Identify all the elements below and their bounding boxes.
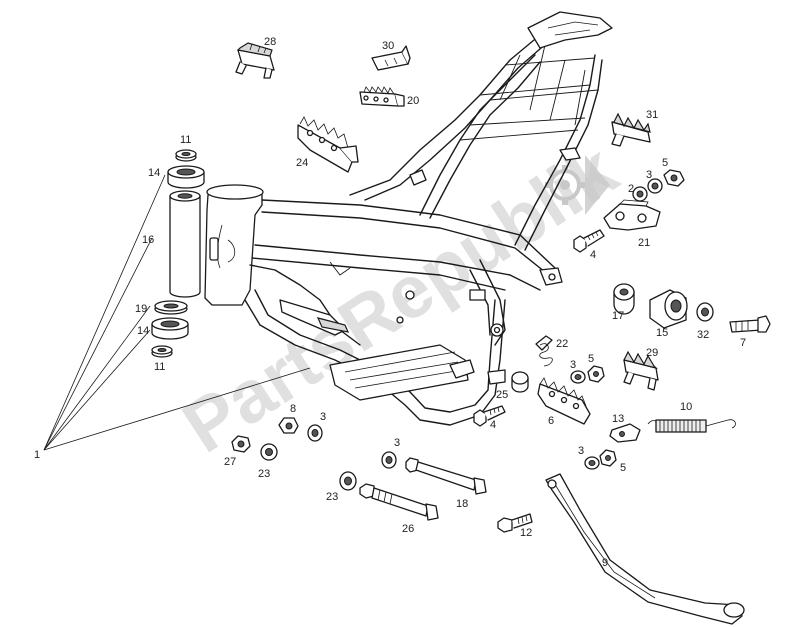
part-21-footpeg-mount [603, 199, 661, 231]
callout-8: 8 [290, 403, 296, 415]
callout-29: 29 [646, 347, 658, 359]
part-25-sleeve [511, 371, 529, 393]
callout-3-low: 3 [578, 445, 584, 457]
part-16-steering-tube [169, 190, 201, 298]
callout-28: 28 [264, 36, 276, 48]
callout-16: 16 [142, 234, 154, 246]
part-3-washer-top [647, 178, 663, 194]
part-8-nut [278, 417, 299, 434]
callout-4-top: 4 [590, 249, 596, 261]
callout-30: 30 [382, 40, 394, 52]
steering-bearing-parts [151, 149, 205, 358]
part-5-nut-top [663, 169, 685, 187]
callout-22: 22 [556, 338, 568, 350]
part-27-nut [231, 435, 251, 453]
callout-25: 25 [496, 389, 508, 401]
callout-32: 32 [697, 329, 709, 341]
part-31-footpeg-rubber [611, 112, 651, 147]
part-24-footpeg [297, 116, 359, 173]
part-18-long-bolt [405, 457, 487, 495]
part-5-nut-low [599, 449, 617, 467]
callout-3-mid: 3 [570, 359, 576, 371]
part-5-nut-mid [587, 365, 605, 383]
part-9-side-stand [545, 473, 745, 625]
part-20-footpeg [359, 86, 405, 107]
part-number-callouts: 28 30 20 24 31 11 14 16 19 14 11 1 5 3 2… [34, 36, 746, 569]
callout-11-top: 11 [180, 134, 191, 146]
part-14-bearing-bottom [151, 317, 189, 340]
part-13-spring-plate [609, 423, 641, 443]
callout-12: 12 [520, 527, 532, 539]
callout-14-bottom: 14 [137, 325, 149, 337]
part-10-spring [647, 419, 736, 433]
callout-19: 19 [135, 303, 147, 315]
part-3-washer-low [584, 456, 600, 470]
callout-21: 21 [638, 237, 650, 249]
part-32-washer [696, 302, 714, 322]
part-26-long-bolt [359, 483, 439, 521]
callout-5-top: 5 [662, 157, 668, 169]
callout-20: 20 [407, 95, 419, 107]
part-29-footpeg-bracket [623, 350, 659, 391]
callout-17: 17 [612, 310, 624, 322]
part-11-washer-top [175, 149, 197, 162]
callout-23-center: 23 [326, 491, 338, 503]
part-7-bolt [729, 315, 771, 333]
callout-14-top: 14 [148, 167, 160, 179]
part-19-seal [154, 300, 188, 315]
part-4-bolt-top [573, 229, 605, 253]
callout-3-left: 3 [320, 411, 326, 423]
callout-31: 31 [646, 109, 658, 121]
part-23-washer-left [260, 443, 278, 461]
callout-24: 24 [296, 157, 308, 169]
part-3-washer-left [307, 424, 323, 442]
callout-5-low: 5 [620, 462, 626, 474]
callout-10: 10 [680, 401, 692, 413]
callout-4-mid: 4 [490, 419, 496, 431]
part-3-washer-center [381, 451, 397, 469]
part-2-washer [632, 186, 648, 202]
callout-2: 2 [628, 183, 634, 195]
part-17-spacer [613, 283, 635, 315]
part-22-spring [535, 335, 553, 367]
motorcycle-frame [204, 11, 613, 426]
part-3-washer-mid [570, 370, 586, 384]
callout-15: 15 [656, 327, 668, 339]
callout-13: 13 [612, 413, 624, 425]
callout-1: 1 [34, 449, 40, 461]
callout-23-left: 23 [258, 468, 270, 480]
callout-7: 7 [740, 337, 746, 349]
part-4-bolt-mid [473, 405, 506, 427]
part-15-bushing [649, 289, 688, 329]
part-30-footpeg-bracket [371, 45, 411, 71]
part-12-bolt [497, 513, 533, 533]
part-23-washer-center [339, 471, 357, 491]
callout-11-bottom: 11 [154, 361, 165, 373]
part-11-washer-bottom [151, 345, 173, 358]
part-28-footpeg-bracket [235, 42, 275, 79]
callout-3-center: 3 [394, 437, 400, 449]
callout-6: 6 [548, 415, 554, 427]
part-14-bearing-top [167, 165, 205, 189]
leader-lines-part-1 [43, 174, 311, 451]
callout-27: 27 [224, 456, 236, 468]
callout-5-mid: 5 [588, 353, 594, 365]
callout-26: 26 [402, 523, 414, 535]
callout-3-top: 3 [646, 169, 652, 181]
part-6-footpeg [537, 377, 591, 425]
callout-9: 9 [602, 557, 608, 569]
callout-18: 18 [456, 498, 468, 510]
